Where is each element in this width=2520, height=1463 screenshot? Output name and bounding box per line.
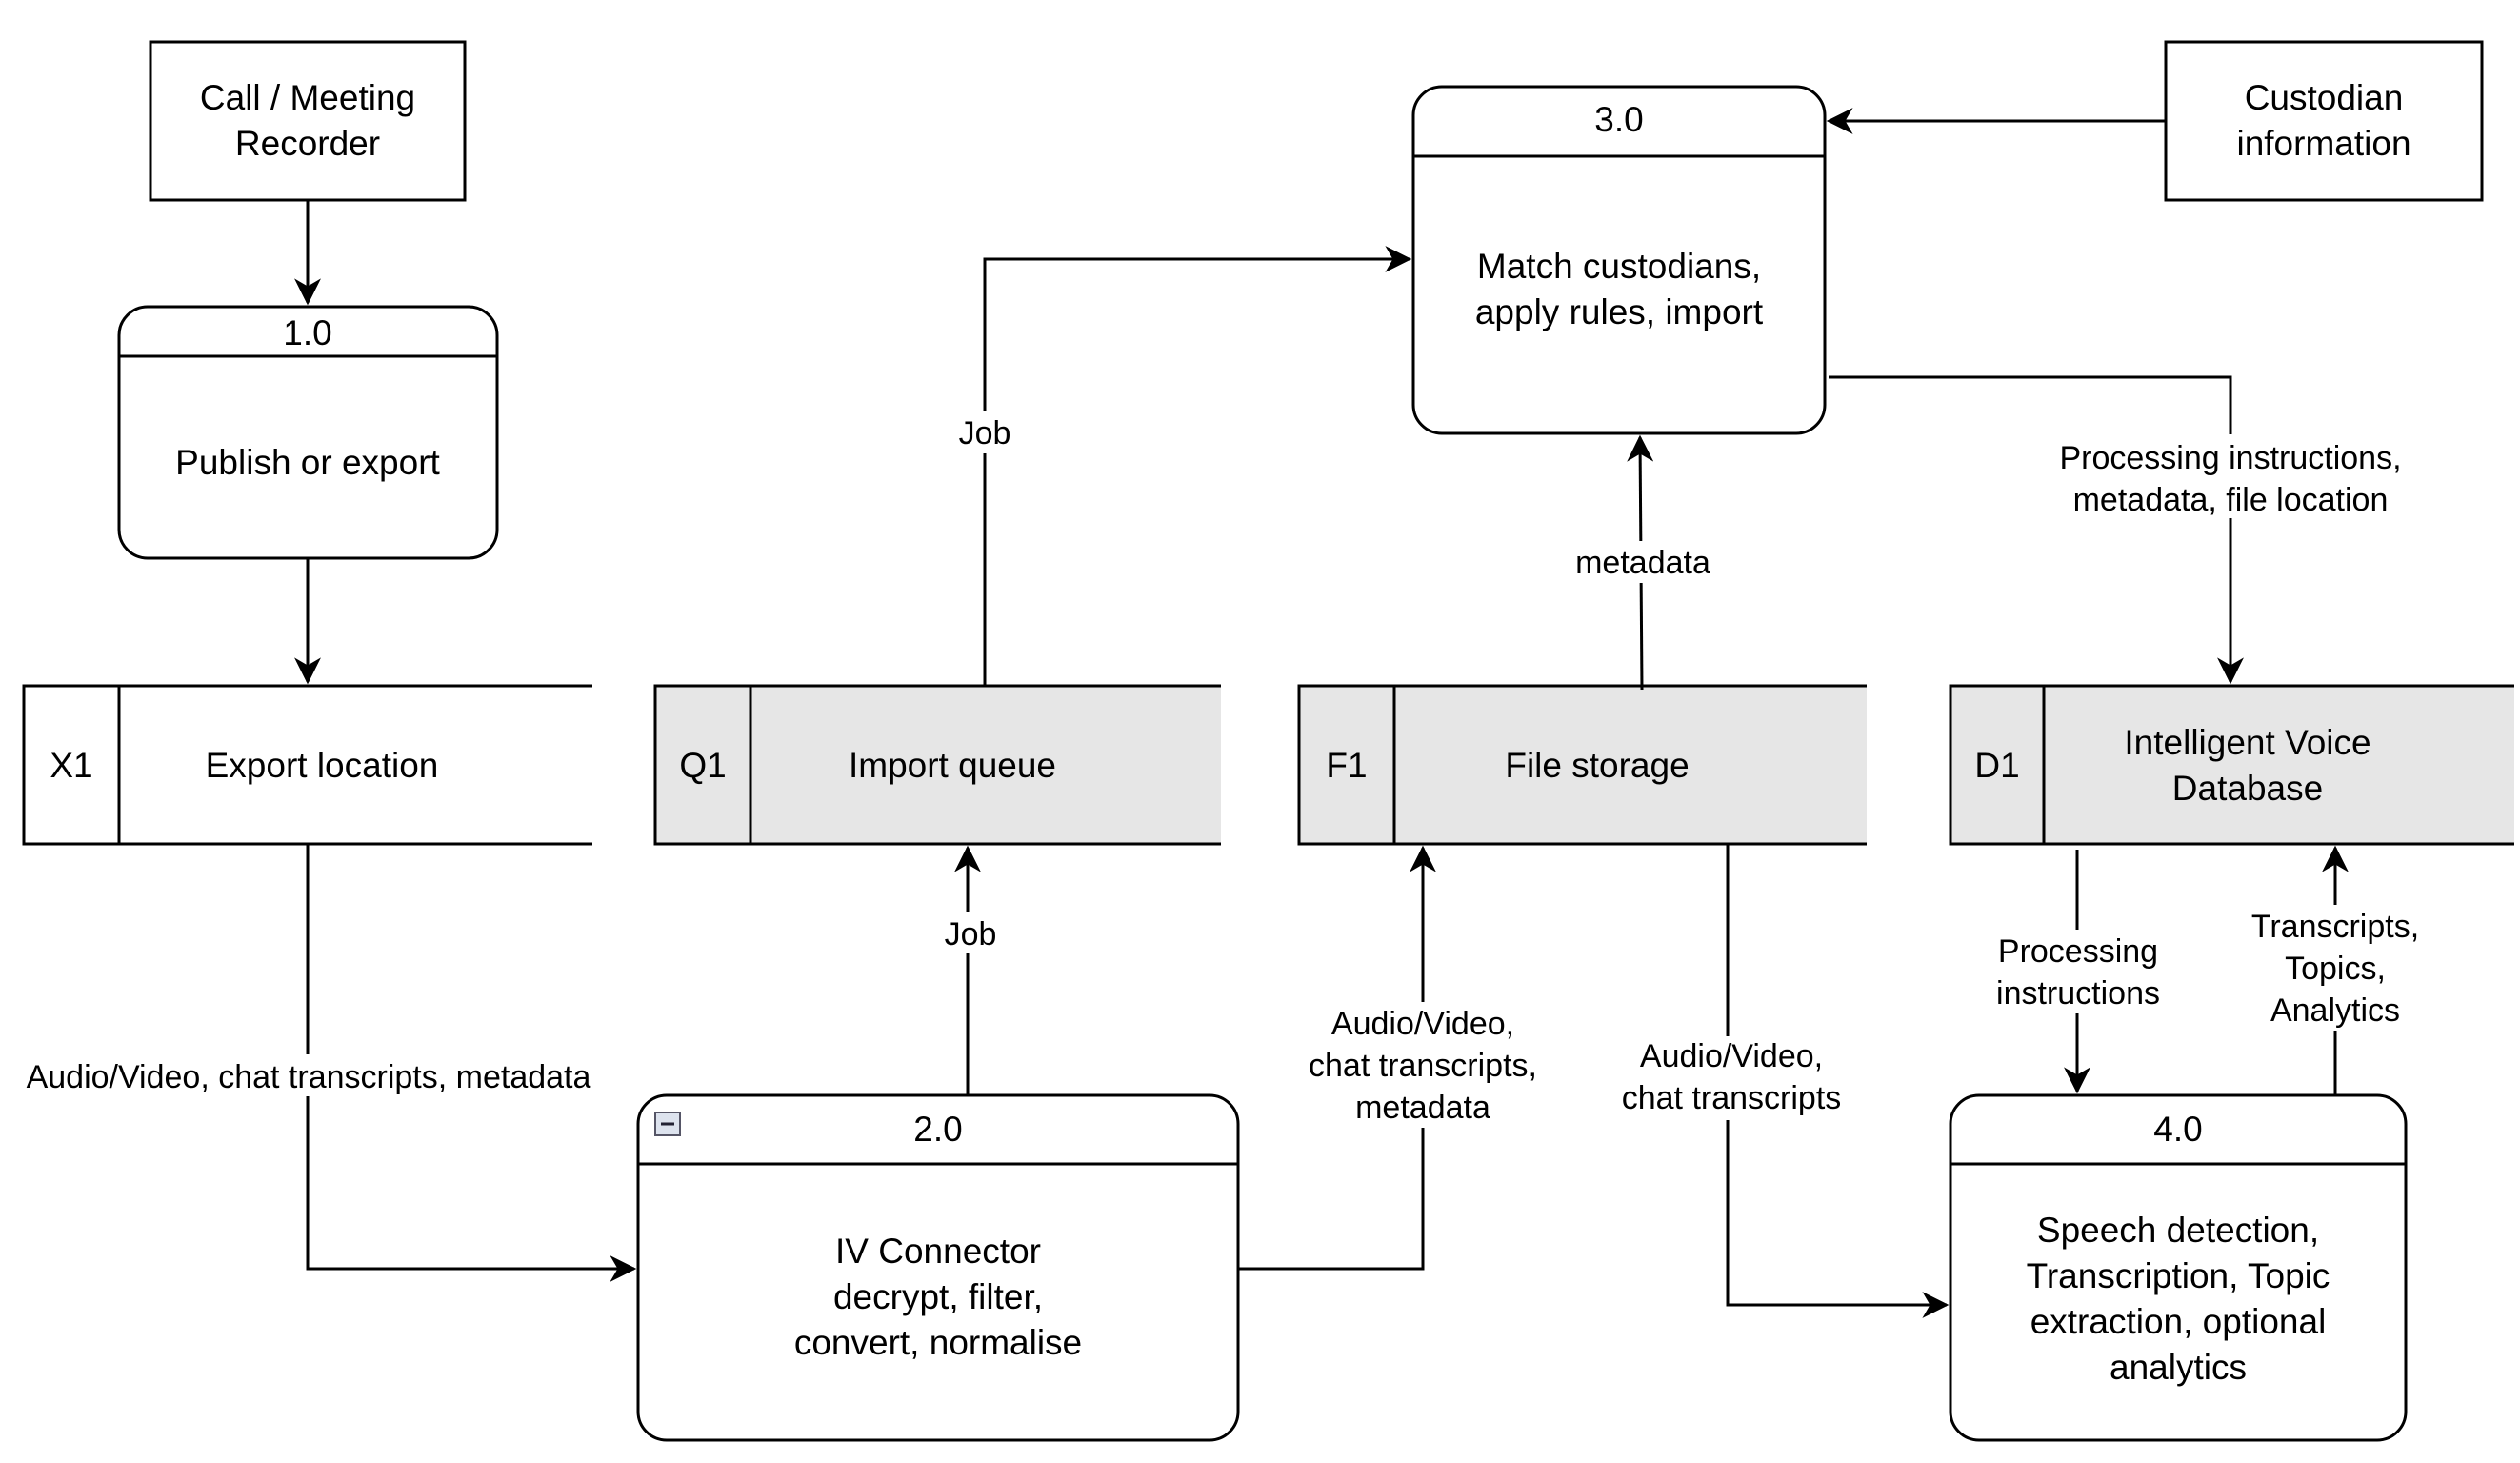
custodian-label-line-2: information: [2236, 124, 2410, 163]
process-2-label-line-2: decrypt, filter,: [833, 1277, 1043, 1316]
flow-label-metadata-text: metadata: [1575, 545, 1710, 581]
flow-label-job-to-3: Job: [952, 411, 1019, 453]
process-4-id: 4.0: [2153, 1110, 2202, 1149]
flow-label-job-up: Job: [941, 912, 998, 953]
flow-label-processing-instructions-3-line-2: metadata, file location: [2073, 482, 2389, 518]
process-4-label-line-3: extraction, optional: [2030, 1302, 2327, 1341]
flow-file-storage-to-process-4: [1726, 844, 1950, 1318]
process-1-id: 1.0: [283, 313, 331, 352]
flow-label-to-storage-line-3: metadata: [1355, 1090, 1490, 1126]
process-3-id: 3.0: [1594, 100, 1643, 139]
recorder-label-line-1: Call / Meeting: [200, 78, 415, 117]
process-4-label-line-1: Speech detection,: [2037, 1211, 2319, 1250]
store-x1-id: X1: [50, 746, 92, 785]
store-q1-import-queue[interactable]: Q1 Import queue: [653, 684, 1221, 846]
store-d1-id: D1: [1974, 746, 2019, 785]
flow-label-job-up-text: Job: [945, 916, 997, 952]
store-f1-label: File storage: [1505, 746, 1689, 785]
process-3-label-line-2: apply rules, import: [1475, 292, 1764, 331]
process-1-publish-or-export[interactable]: 1.0 Publish or export: [117, 305, 499, 560]
external-call-meeting-recorder[interactable]: Call / Meeting Recorder: [149, 40, 467, 202]
external-custodian-information[interactable]: Custodian information: [2164, 40, 2484, 202]
process-2-label-line-1: IV Connector: [835, 1232, 1041, 1271]
store-d1-label-line-2: Database: [2172, 769, 2323, 808]
flow-import-queue-to-process-3: [983, 246, 1412, 686]
flow-label-processing-instructions-4: Processing instructions: [1983, 930, 2173, 1013]
collapse-icon[interactable]: [654, 1112, 681, 1136]
store-q1-id: Q1: [679, 746, 726, 785]
store-d1-label-line-1: Intelligent Voice: [2124, 723, 2370, 762]
flow-label-metadata: metadata: [1566, 541, 1718, 583]
flow-label-results-line-3: Analytics: [2270, 992, 2400, 1029]
process-3-match-custodians[interactable]: 3.0 Match custodians, apply rules, impor…: [1411, 85, 1827, 435]
flow-label-storage-to-4: Audio/Video, chat transcripts: [1611, 1036, 1857, 1120]
flow-label-export-out: Audio/Video, chat transcripts, metadata: [4, 1054, 613, 1096]
flow-process-2-to-file-storage: [1238, 845, 1436, 1271]
process-3-label-line-1: Match custodians,: [1477, 247, 1761, 286]
process-4-speech-detection[interactable]: 4.0 Speech detection, Transcription, Top…: [1949, 1093, 2408, 1442]
store-f1-file-storage[interactable]: F1 File storage: [1297, 684, 1867, 846]
flow-export-location-to-process-2: [306, 844, 637, 1282]
flow-label-job-to-3-text: Job: [959, 415, 1011, 451]
process-4-label-line-2: Transcription, Topic: [2027, 1256, 2330, 1295]
flow-label-to-storage: Audio/Video, chat transcripts, metadata: [1295, 1002, 1550, 1128]
flow-process-3-to-database: [1829, 375, 2244, 685]
process-2-label-line-3: convert, normalise: [794, 1323, 1082, 1362]
flow-label-storage-to-4-line-2: chat transcripts: [1622, 1080, 1842, 1116]
store-d1-intelligent-voice-database[interactable]: D1 Intelligent Voice Database: [1949, 684, 2514, 846]
recorder-label-line-2: Recorder: [235, 124, 380, 163]
flow-label-storage-to-4-line-1: Audio/Video,: [1640, 1038, 1823, 1074]
flow-label-processing-instructions-3-line-1: Processing instructions,: [2059, 440, 2401, 476]
flow-label-to-storage-line-1: Audio/Video,: [1331, 1006, 1514, 1042]
store-q1-label: Import queue: [849, 746, 1056, 785]
process-2-id: 2.0: [913, 1110, 962, 1149]
flow-label-results-line-1: Transcripts,: [2251, 909, 2419, 945]
flow-label-processing-instructions-3: Processing instructions, metadata, file …: [2044, 434, 2417, 518]
flow-label-export-out-text: Audio/Video, chat transcripts, metadata: [27, 1059, 591, 1095]
process-4-label-line-4: analytics: [2110, 1348, 2247, 1387]
flow-label-processing-instructions-4-line-1: Processing: [1998, 933, 2158, 970]
flow-label-to-storage-line-2: chat transcripts,: [1309, 1048, 1537, 1084]
store-x1-export-location[interactable]: X1 Export location: [22, 684, 592, 846]
store-x1-label: Export location: [206, 746, 439, 785]
store-f1-id: F1: [1326, 746, 1367, 785]
custodian-label-line-1: Custodian: [2245, 78, 2404, 117]
flow-label-results: Transcripts, Topics, Analytics: [2242, 905, 2429, 1031]
process-2-iv-connector[interactable]: 2.0 IV Connector decrypt, filter, conver…: [636, 1093, 1240, 1442]
process-1-label: Publish or export: [175, 443, 440, 482]
flow-label-results-line-2: Topics,: [2285, 951, 2386, 987]
flow-label-processing-instructions-4-line-2: instructions: [1996, 975, 2160, 1012]
